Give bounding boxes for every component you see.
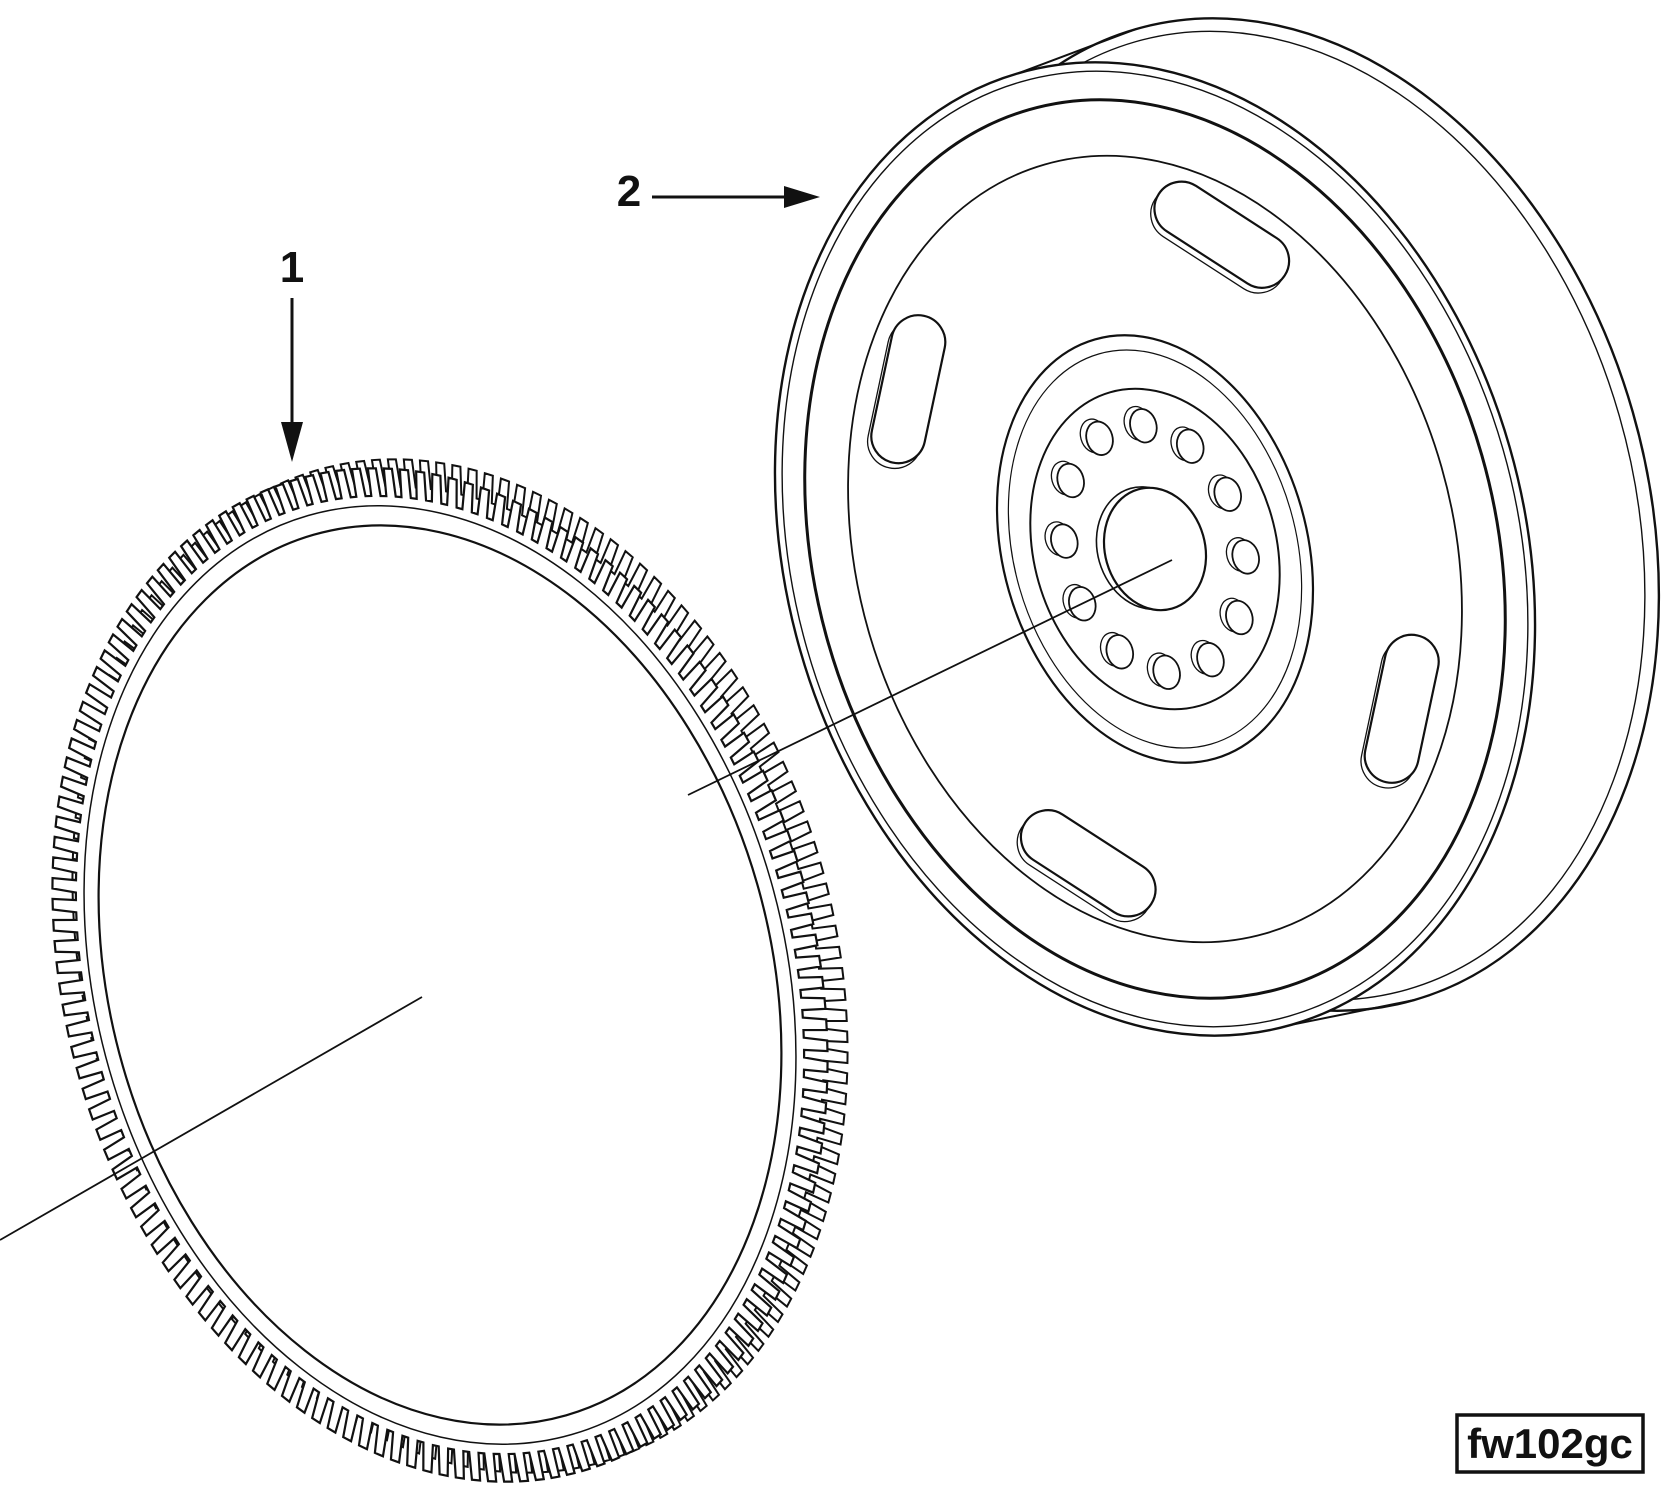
callout-2: 2 bbox=[617, 167, 820, 216]
figure-code-text: fw102gc bbox=[1467, 1420, 1633, 1467]
slot bbox=[1363, 633, 1440, 784]
ring-gear-bore bbox=[97, 524, 783, 1426]
ring-gear-rim bbox=[83, 505, 797, 1445]
recess-ring bbox=[995, 334, 1315, 764]
bolt-hole bbox=[1213, 476, 1242, 512]
bolt-hole bbox=[1231, 539, 1260, 575]
ring-gear bbox=[0, 365, 964, 1504]
figure-code-box bbox=[1455, 1413, 1645, 1474]
axis-line-flywheel bbox=[687, 559, 1173, 796]
callout-2-arrowhead-icon bbox=[784, 186, 820, 208]
center-hole bbox=[1102, 486, 1208, 612]
flywheel bbox=[773, 17, 1661, 1037]
recess-ring-inner bbox=[1007, 349, 1303, 749]
axis-line-ring-gear bbox=[0, 996, 423, 1241]
slot bbox=[1153, 180, 1291, 289]
bolt-hole bbox=[1152, 654, 1181, 690]
slot bbox=[870, 314, 947, 465]
callout-1-arrowhead-icon bbox=[281, 422, 303, 462]
figure-code: fw102gc bbox=[1455, 1413, 1645, 1474]
bolt-hole bbox=[1129, 408, 1158, 444]
axis-lines bbox=[0, 559, 1173, 1241]
bolt-hole bbox=[1196, 642, 1225, 678]
callout-1-label: 1 bbox=[280, 243, 304, 292]
bolt-hole bbox=[1175, 428, 1205, 464]
bolt-hole bbox=[1056, 462, 1085, 499]
bolt-hole bbox=[1105, 634, 1135, 670]
ring-gear-root-line bbox=[83, 505, 797, 1445]
bolt-hole bbox=[1050, 523, 1079, 559]
hub bbox=[1029, 387, 1281, 711]
callout-2-label: 2 bbox=[617, 167, 641, 216]
callout-1: 1 bbox=[280, 243, 304, 462]
bolt-hole bbox=[1225, 599, 1254, 636]
slot bbox=[1019, 809, 1157, 918]
bolt-hole bbox=[1085, 420, 1114, 456]
drum-top-silhouette bbox=[1018, 28, 1137, 75]
drum-bottom-silhouette bbox=[1291, 999, 1415, 1026]
face-ring bbox=[781, 70, 1529, 1028]
